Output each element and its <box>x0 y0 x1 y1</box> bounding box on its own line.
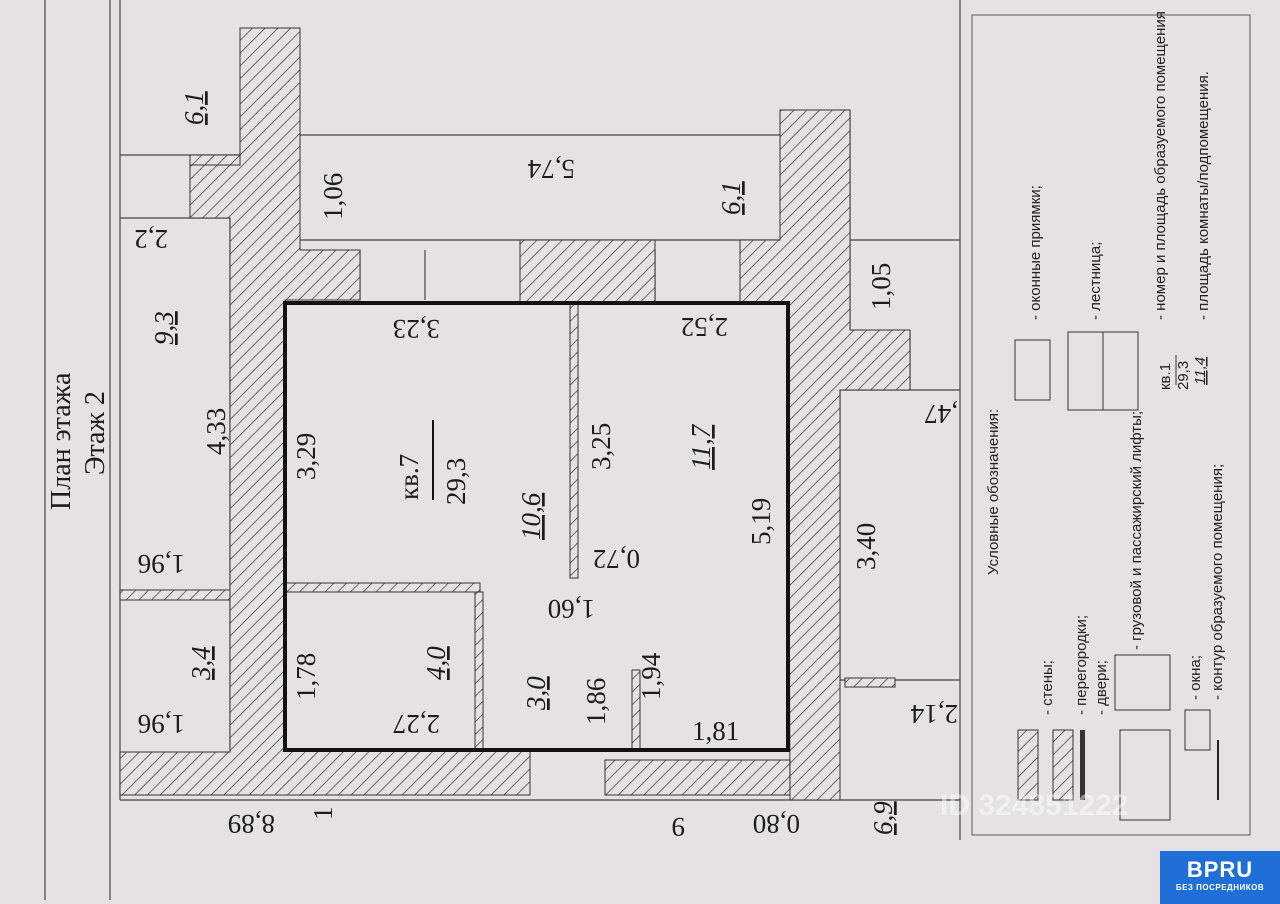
plan-title: План этажа <box>46 372 77 510</box>
dim: 1 <box>308 807 338 821</box>
dim: 4,33 <box>201 408 231 455</box>
dim: ,47 <box>924 399 958 429</box>
dim: 2,2 <box>134 224 168 254</box>
dim: 1,60 <box>548 594 595 624</box>
legend-sample-area: 29,3 <box>1175 361 1192 390</box>
area-left-mid: 9,3 <box>149 311 179 345</box>
dim: 0,72 <box>593 544 640 574</box>
dim: 5,74 <box>527 154 575 184</box>
apartment-area: 29,3 <box>441 458 471 505</box>
dim: 3,29 <box>291 433 321 480</box>
legend-sample-room: 11,4 <box>1192 357 1209 385</box>
dim: 1,81 <box>692 716 739 746</box>
dim: 1,78 <box>291 653 321 700</box>
legend-room-area: - площадь комнаты/подпомещения. <box>1195 71 1212 320</box>
dim: 3,40 <box>851 523 881 570</box>
legend-lifts: - грузовой и пассажирский лифты; <box>1128 411 1145 650</box>
area-room-a: 10,6 <box>516 492 546 540</box>
dim: 1,94 <box>636 652 666 700</box>
area-left-top: 6,1 <box>179 91 209 125</box>
legend-walls: - стены; <box>1039 660 1056 715</box>
legend-window-pits: - оконные приямки; <box>1027 185 1044 320</box>
dim: 2,27 <box>393 709 440 739</box>
legend-sample-kv: кв.1 <box>1157 363 1174 390</box>
dim: 1,96 <box>138 549 185 579</box>
legend-partitions: - перегородки; <box>1073 615 1090 715</box>
dim: 1,96 <box>138 709 185 739</box>
area-room-d: 3,0 <box>521 676 551 711</box>
area-left-low: 3,4 <box>186 646 216 681</box>
dim: 0,80 <box>753 809 800 839</box>
room-areas: 6,1 6,1 9,3 3,4 10,6 11,7 4,0 3,0 6,9 <box>149 91 898 835</box>
dim: 3,23 <box>393 314 440 344</box>
window-icon <box>1184 709 1211 751</box>
logo-tagline: БЕЗ ПОСРЕДНИКОВ <box>1175 883 1265 892</box>
dimensions: 1,06 5,74 2,2 4,33 1,96 1,96 8,89 3,23 3… <box>134 154 958 842</box>
area-room-b: 11,7 <box>686 423 716 470</box>
apartment-number: кв.7 <box>394 454 424 500</box>
dim: 9 <box>672 812 686 842</box>
legend: Условные обозначения: - стены; - перегор… <box>971 11 1251 836</box>
area-corridor: 6,1 <box>716 181 746 215</box>
dim: 1,05 <box>866 263 896 310</box>
logo-name: BPRU <box>1186 857 1254 882</box>
dim: 1,86 <box>581 678 611 725</box>
dim: 8,89 <box>228 809 275 839</box>
window-pit-icon <box>1014 339 1051 401</box>
apartment-contour <box>283 301 790 752</box>
dim: 2,52 <box>681 312 728 342</box>
lift-icon <box>1114 654 1171 711</box>
legend-doors: - двери; <box>1093 660 1110 715</box>
area-room-c: 4,0 <box>421 646 451 680</box>
dim: 2,14 <box>910 699 958 729</box>
legend-heading: Условные обозначения: <box>985 409 1002 575</box>
lift-icon <box>1119 729 1171 821</box>
legend-contour: - контур образуемого помещения; <box>1209 464 1226 700</box>
dim: 3,25 <box>586 423 616 470</box>
legend-number-area: - номер и площадь образуемого помещения <box>1152 11 1169 320</box>
legend-windows: - окна; <box>1187 655 1204 700</box>
floor-label: Этаж 2 <box>80 391 111 475</box>
area-right-low: 6,9 <box>868 801 898 835</box>
walls <box>119 27 911 801</box>
dim: 1,06 <box>318 173 348 220</box>
legend-stairs: - лестница; <box>1087 242 1104 320</box>
bpru-logo: BPRU БЕЗ ПОСРЕДНИКОВ <box>1160 851 1280 904</box>
watermark: ID 324851222 <box>940 789 1129 822</box>
dim: 5,19 <box>746 498 776 545</box>
